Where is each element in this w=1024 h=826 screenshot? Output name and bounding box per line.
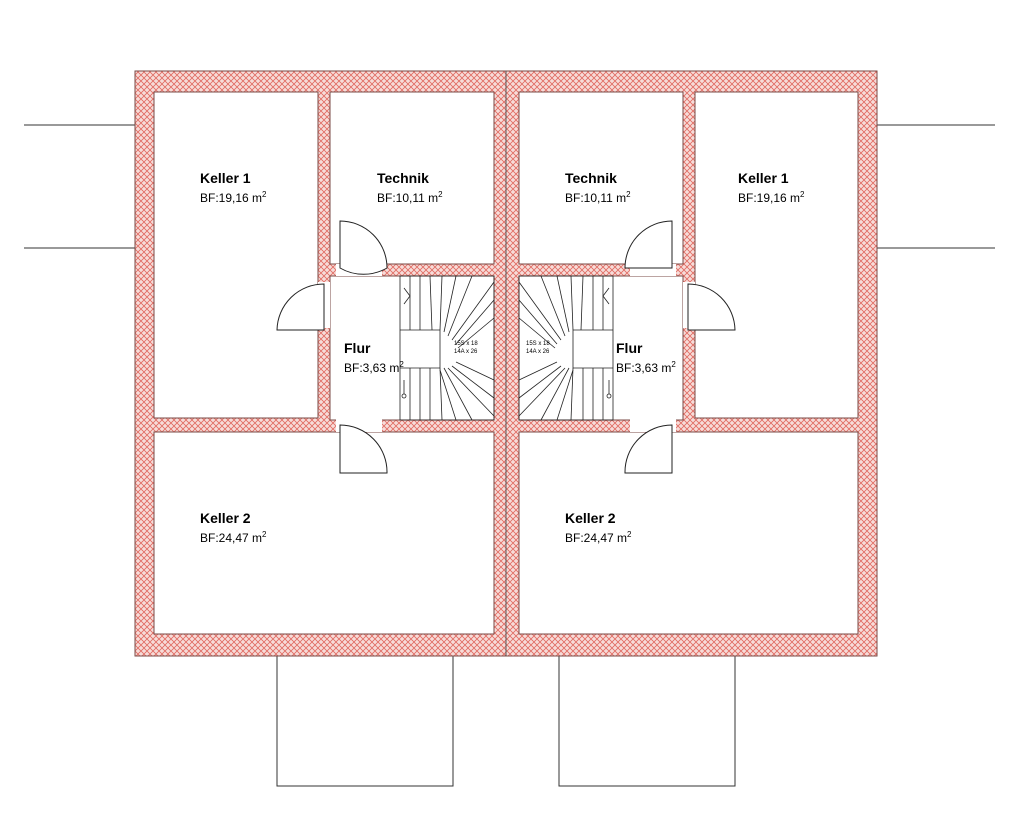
room-name-left-technik: Technik (377, 170, 429, 186)
room-area-left-technik: BF:10,11 m2 (377, 190, 443, 205)
room-area-right-technik: BF:10,11 m2 (565, 190, 631, 205)
room-area-right-keller2: BF:24,47 m2 (565, 530, 632, 545)
room-name-left-flur: Flur (344, 340, 371, 356)
room-name-left-keller2: Keller 2 (200, 510, 251, 526)
room-area-right-keller1: BF:19,16 m2 (738, 190, 805, 205)
doors (276, 220, 736, 474)
room-name-left-keller1: Keller 1 (200, 170, 251, 186)
stair-label-left-2: 14A x 26 (454, 349, 478, 355)
staircase-right (518, 275, 614, 421)
room-name-right-technik: Technik (565, 170, 617, 186)
staircase-left (399, 275, 495, 421)
light-well-right (558, 655, 736, 787)
stair-label-right-2: 14A x 26 (526, 349, 550, 355)
room-name-right-keller2: Keller 2 (565, 510, 616, 526)
room-area-left-flur: BF:3,63 m2 (344, 360, 404, 375)
site-lines (24, 124, 995, 249)
room-area-left-keller2: BF:24,47 m2 (200, 530, 267, 545)
room-area-left-keller1: BF:19,16 m2 (200, 190, 267, 205)
light-well-left (276, 655, 454, 787)
room-name-right-flur: Flur (616, 340, 643, 356)
stair-label-left-1: 15S x 18 (454, 341, 478, 347)
room-name-right-keller1: Keller 1 (738, 170, 789, 186)
stair-label-right-1: 15S x 18 (526, 341, 550, 347)
room-area-right-flur: BF:3,63 m2 (616, 360, 676, 375)
